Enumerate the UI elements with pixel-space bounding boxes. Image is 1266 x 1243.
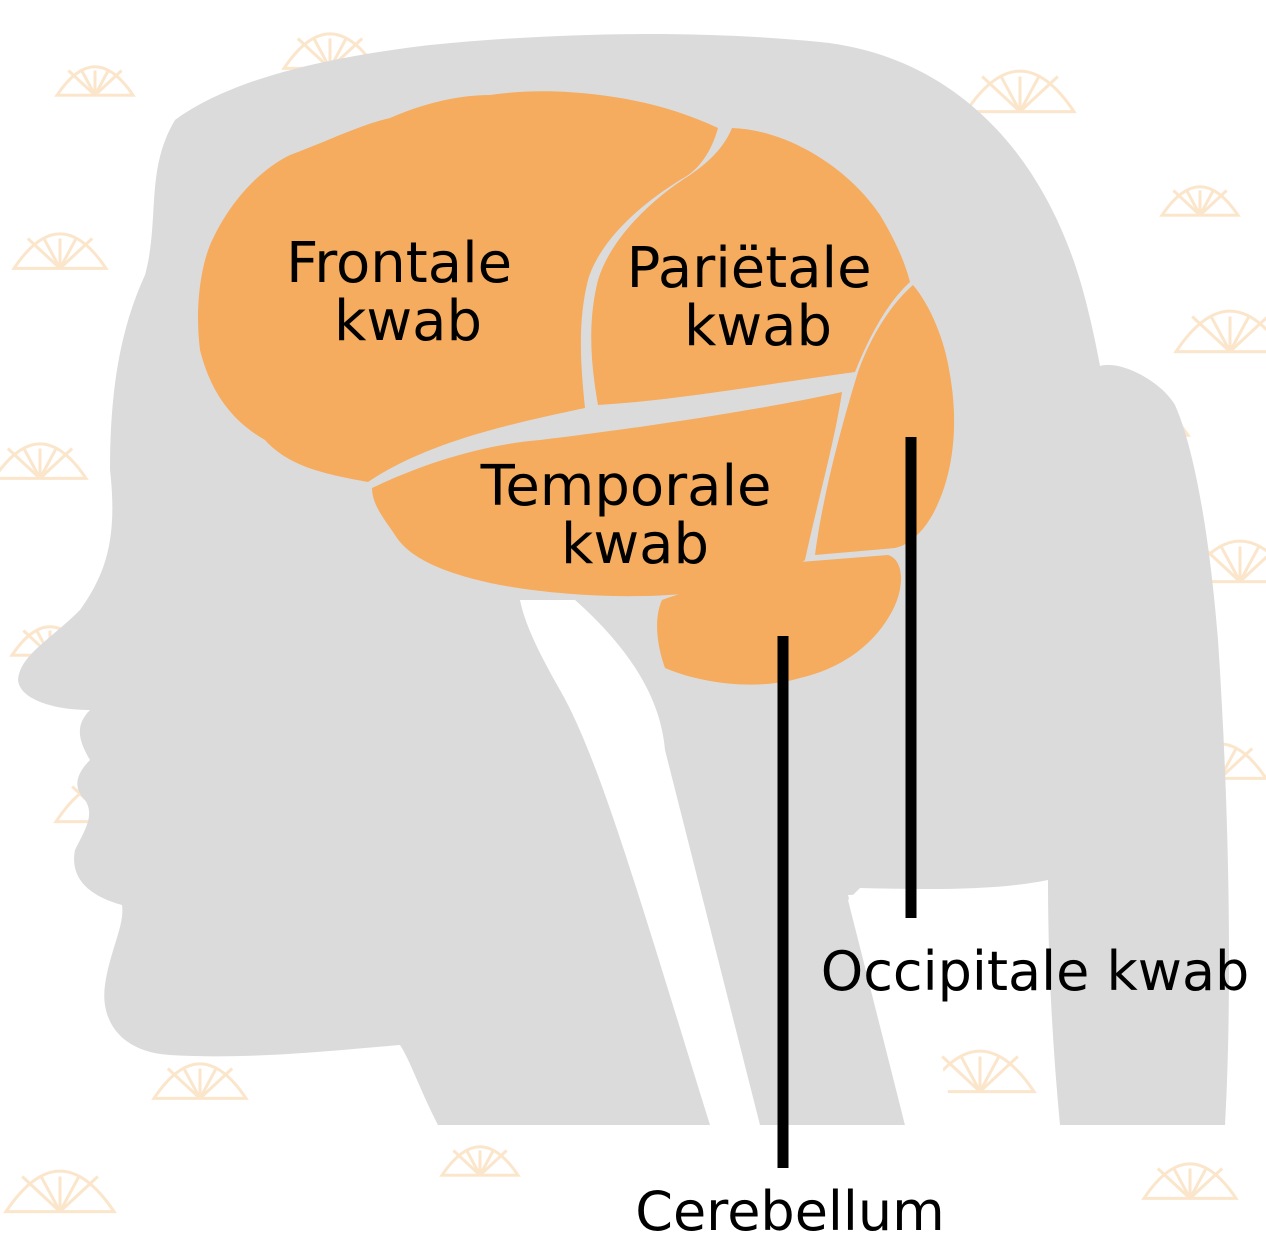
seashell-pattern-rib: [40, 449, 56, 479]
seashell-pattern-rib: [1158, 1169, 1190, 1199]
seashell-pattern-rib: [168, 1069, 200, 1099]
seashell-pattern-rib: [200, 1069, 216, 1099]
seashell-pattern-rib: [200, 1069, 232, 1099]
seashell-pattern-rib: [1173, 191, 1200, 216]
seashell-pattern-rib: [1211, 317, 1230, 352]
seashell-pattern-rib: [1020, 77, 1058, 112]
seashell-pattern-rib: [1190, 1169, 1206, 1199]
seashell-pattern-rib: [961, 1057, 980, 1092]
seashell-pattern-rib: [1192, 317, 1230, 352]
seashell-pattern-rib: [1020, 77, 1039, 112]
seashell-pattern-rib: [1174, 1169, 1190, 1199]
seashell-pattern-rib: [1190, 1169, 1222, 1199]
seashell-pattern-rib: [22, 1177, 60, 1212]
seashell-pattern-rib: [60, 239, 76, 269]
seashell-pattern-rib: [41, 1177, 60, 1212]
seashell-pattern-rib: [1221, 547, 1240, 582]
seashell-pattern-rib: [24, 449, 40, 479]
seashell-pattern-rib: [1230, 317, 1266, 352]
seashell-pattern-rib: [95, 71, 122, 96]
seashell-pattern-rib: [1240, 547, 1259, 582]
seashell-pattern-rib: [44, 239, 60, 269]
seashell-pattern-rib: [60, 1177, 79, 1212]
seashell-pattern-rib: [1240, 547, 1266, 582]
seashell-pattern-rib: [982, 77, 1020, 112]
seashell-pattern-rib: [980, 1057, 999, 1092]
seashell-pattern-rib: [942, 1057, 980, 1092]
seashell-pattern-rib: [480, 1151, 507, 1176]
occipital-lobe-label: Occipitale kwab: [821, 940, 1250, 1003]
seashell-pattern-rib: [60, 239, 92, 269]
seashell-pattern-rib: [453, 1151, 480, 1176]
seashell-pattern-rib: [980, 1057, 1018, 1092]
seashell-pattern-rib: [68, 71, 95, 96]
seashell-pattern-rib: [184, 1069, 200, 1099]
seashell-pattern-rib: [28, 239, 60, 269]
seashell-pattern-rib: [1230, 317, 1249, 352]
seashell-pattern-rib: [1001, 77, 1020, 112]
cerebellum-label: Cerebellum: [635, 1180, 945, 1243]
seashell-pattern-rib: [60, 1177, 98, 1212]
seashell-pattern-rib: [1200, 191, 1227, 216]
seashell-pattern-rib: [8, 449, 40, 479]
seashell-pattern-rib: [40, 449, 72, 479]
